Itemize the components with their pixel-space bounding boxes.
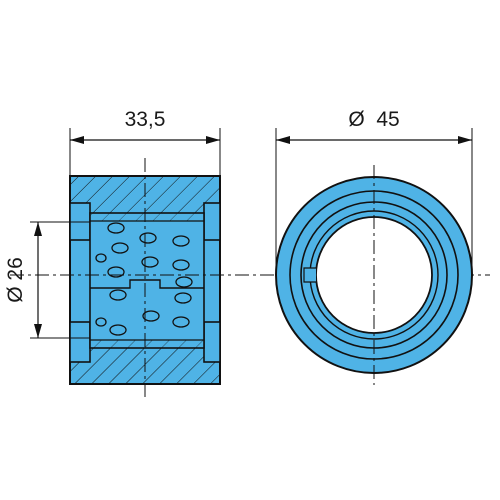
flange-right-bottom xyxy=(203,321,221,363)
section-view xyxy=(69,158,221,398)
end-view xyxy=(275,165,473,385)
outer-diameter-dimension: Ø 45 xyxy=(275,108,473,275)
flange-right-top xyxy=(203,202,221,241)
length-label: 33,5 xyxy=(125,108,166,131)
flange-left-bottom xyxy=(69,321,91,363)
inner-diameter-label: Ø 26 xyxy=(4,257,27,303)
length-dimension: 33,5 xyxy=(69,108,221,176)
lubrication-pockets xyxy=(95,222,193,336)
liner-split xyxy=(90,279,204,289)
outer-diameter-label: Ø 45 xyxy=(348,108,399,131)
inner-diameter-dimension: Ø 26 xyxy=(4,221,90,339)
